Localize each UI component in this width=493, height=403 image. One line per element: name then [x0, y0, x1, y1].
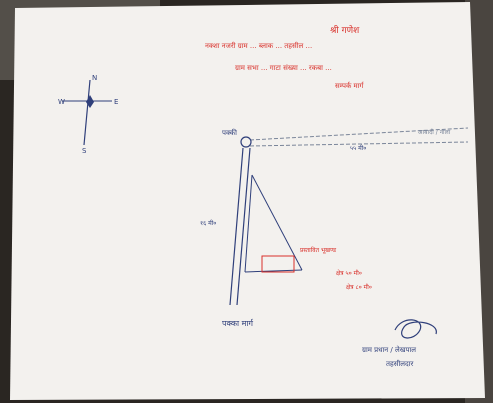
signature-scribble [394, 319, 437, 339]
signature-place: तहसीलदार [386, 359, 414, 368]
heading-red: श्री गणेश [330, 24, 360, 36]
label-vertical-length: १६ मी० [200, 219, 216, 227]
red-label-area-2: क्षेत्र ८० मी० [346, 283, 372, 291]
header-line-3: सम्पर्क मार्ग [335, 81, 365, 90]
compass-south: S [82, 147, 87, 155]
site-box [261, 255, 295, 273]
header-line-2: ग्राम सभा ... गाटा संख्या ... रकबा ... [235, 64, 332, 72]
vertical-road [229, 147, 251, 306]
label-top-road-length: ५५ मी० [350, 144, 366, 152]
site-triangle [244, 174, 303, 273]
compass-west: W [58, 98, 65, 106]
paper-sheet [10, 2, 485, 400]
signature-name: ग्राम प्रधान / लेखपाल [362, 345, 416, 354]
top-road [249, 127, 469, 147]
compass-icon [62, 79, 112, 146]
red-label-area-1: क्षेत्र ५० मी० [336, 269, 362, 277]
compass-north: N [92, 74, 97, 82]
label-top-left: पक्की [222, 128, 237, 137]
label-top-right: आबादी / नाला [418, 128, 451, 136]
header-line-1: नक्शा नजरी ग्राम ... ब्लाक ... तहसील ... [205, 41, 312, 50]
label-bottom-road: पक्का मार्ग [222, 318, 254, 328]
junction-circle [240, 136, 252, 148]
red-label-site: प्रस्तावित भूखण्ड [300, 246, 337, 254]
compass-east: E [114, 98, 118, 106]
